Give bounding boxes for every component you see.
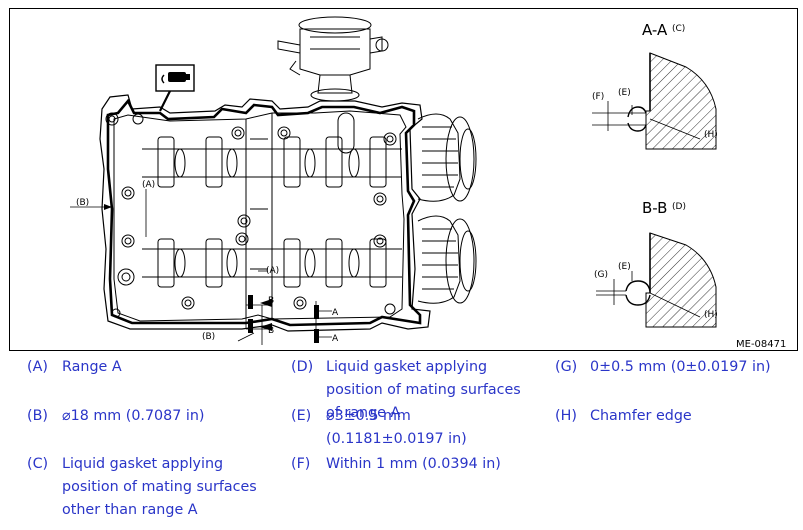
- legend-item-a: (A) Range A: [27, 356, 277, 379]
- legend-key: (F): [291, 456, 311, 472]
- legend-item-f: (F) Within 1 mm (0.0394 in): [291, 453, 541, 476]
- legend-text: Within 1 mm (0.0394 in): [326, 456, 501, 472]
- callout-f: (F): [592, 92, 604, 102]
- legend-text: Range A: [62, 359, 122, 375]
- figure-code: ME-08471: [736, 339, 786, 350]
- legend-item-e: (E) ⌀3±0.5 mm (0.1181±0.0197 in): [291, 405, 541, 451]
- cut-label-b-2: B: [268, 326, 274, 336]
- legend-key: (H): [555, 408, 577, 424]
- callout-e-lower: (E): [618, 262, 631, 272]
- legend-item-h: (H) Chamfer edge: [555, 405, 795, 428]
- callout-g: (G): [594, 270, 608, 280]
- diagram-figure: (A) (A) (B) (B) B B A A A-A (C) (F) (E) …: [9, 8, 798, 351]
- legend-text: Chamfer edge: [590, 408, 692, 424]
- callout-e-upper: (E): [618, 88, 631, 98]
- callout-a-lower: (A): [266, 266, 279, 276]
- legend-text: 0±0.5 mm (0±0.0197 in): [590, 359, 771, 375]
- legend-key: (B): [27, 408, 48, 424]
- legend-item-g: (G) 0±0.5 mm (0±0.0197 in): [555, 356, 795, 379]
- callout-b-bottom: (B): [202, 332, 215, 342]
- callout-h-upper: (H): [704, 130, 718, 140]
- section-bb-title: B-B: [642, 199, 667, 217]
- callout-h-lower: (H): [704, 310, 718, 320]
- legend-key: (A): [27, 359, 48, 375]
- cam-sprocket-lower: [417, 215, 477, 304]
- legend: (A) Range A (B) ⌀18 mm (0.7087 in) (C) L…: [0, 356, 803, 526]
- legend-text: Liquid gasket applying position of matin…: [62, 456, 257, 518]
- legend-item-d: (D) Liquid gasket applying position of m…: [291, 356, 541, 421]
- camshaft-lower: [142, 238, 402, 288]
- section-bb-sub: (D): [672, 202, 686, 212]
- cut-label-a-2: A: [332, 334, 339, 344]
- legend-key: (G): [555, 359, 578, 375]
- section-aa: A-A (C) (F) (E) (H): [592, 21, 718, 150]
- legend-key: (E): [291, 408, 312, 424]
- top-fitting: [277, 16, 389, 102]
- cam-sprocket-upper: [417, 113, 477, 202]
- cut-label-b-1: B: [268, 296, 274, 306]
- gasket-line: [106, 98, 422, 327]
- legend-item-c: (C) Liquid gasket applying position of m…: [27, 453, 277, 523]
- diagram-svg: (A) (A) (B) (B) B B A A A-A (C) (F) (E) …: [70, 16, 786, 350]
- cylinder-head-drawing: [99, 16, 477, 332]
- liquid-gasket-icon: [155, 64, 195, 112]
- callout-b-left: (B): [76, 198, 89, 208]
- bolt-holes: [105, 112, 397, 318]
- legend-item-b: (B) ⌀18 mm (0.7087 in): [27, 405, 277, 428]
- callout-a-upper: (A): [142, 180, 155, 190]
- legend-key: (C): [27, 456, 49, 472]
- section-aa-sub: (C): [672, 24, 685, 34]
- cut-label-a-1: A: [332, 308, 339, 318]
- section-bb: B-B (D) (G) (E) (H): [594, 199, 718, 328]
- legend-text: ⌀18 mm (0.7087 in): [62, 408, 205, 424]
- legend-text: ⌀3±0.5 mm (0.1181±0.0197 in): [326, 408, 467, 447]
- legend-key: (D): [291, 359, 314, 375]
- section-aa-title: A-A: [642, 21, 668, 39]
- camshaft-upper: [142, 136, 402, 188]
- cut-markers: [104, 204, 319, 343]
- legend-text: Liquid gasket applying position of matin…: [326, 359, 521, 421]
